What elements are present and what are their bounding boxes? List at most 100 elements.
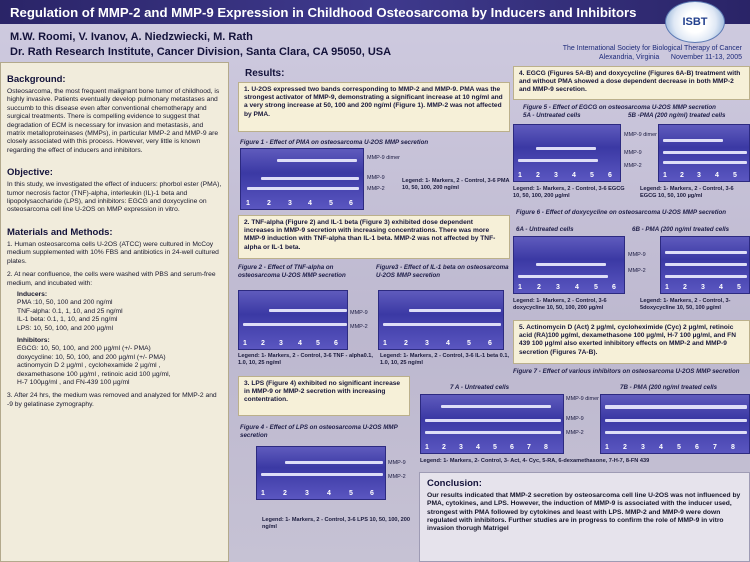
lane-label: 2 [283, 490, 287, 497]
lane-label: 4 [327, 490, 331, 497]
figure-5b-gel: 1 2 3 4 5 [658, 124, 750, 182]
objective-heading: Objective: [7, 167, 53, 179]
figure-3-legend: Legend: 1- Markers, 2 - Control, 3-6 IL-… [380, 353, 509, 366]
lane-label: 3 [305, 490, 309, 497]
lane-label: 3 [641, 444, 645, 451]
inhibitor-item: doxycycline: 10, 50, 100, and 200 µg/ml … [17, 353, 166, 361]
lane-label: 1 [665, 284, 669, 291]
lane-label: 8 [731, 444, 735, 451]
result-3: 3. LPS (Figure 4) exhibited no significa… [238, 376, 410, 416]
lane-label: 6 [695, 444, 699, 451]
gel-label: MMP-9 dimer [367, 155, 401, 161]
lane-label: 2 [536, 172, 540, 179]
gel-label: MMP-2 [367, 186, 385, 192]
inhibitor-item: H-7 100µg/ml , and FN-439 100 µg/ml [17, 378, 130, 386]
figure-7b-caption: 7B - PMA (200 ng/ml treated cells [620, 384, 718, 391]
lane-label: 1 [605, 444, 609, 451]
figure-4-caption: Figure 4 - Effect of LPS on osteosarcoma… [240, 424, 398, 439]
lane-label: 5 [467, 340, 471, 347]
figure-5b-caption: 5B -PMA (200 ng/ml) treated cells [628, 112, 726, 119]
objective-text: In this study, we investigated the effec… [7, 181, 222, 214]
lane-label: 2 [537, 284, 541, 291]
society-logo: ISBT [665, 1, 725, 43]
lane-label: 3 [425, 340, 429, 347]
gel-label: MMP-9 [624, 150, 642, 156]
inducer-item: IL-1 beta: 0.1, 1, 10, and 25 ng/ml [17, 316, 118, 324]
lane-label: 6 [334, 340, 338, 347]
inhibitor-item: EGCG: 10, 50, 100, and 200 µg/ml (+/- PM… [17, 345, 151, 353]
lane-label: 8 [544, 444, 548, 451]
lane-label: 5 [733, 172, 737, 179]
title-bar: Regulation of MMP-2 and MMP-9 Expression… [0, 0, 750, 24]
left-column: Background: Osteosarcoma, the most frequ… [0, 62, 229, 562]
figure-7-legend: Legend: 1- Markers, 2- Control, 3- Act, … [420, 458, 650, 464]
logo-text: ISBT [682, 16, 708, 28]
results-heading: Results: [245, 68, 285, 79]
inducer-item: LPS: 10, 50, 100, and 200 µg/ml [17, 324, 114, 332]
lane-label: 7 [713, 444, 717, 451]
figure-6a-legend: Legend: 1- Markers, 2 - Control, 3-6 dox… [513, 298, 607, 311]
lane-label: 3 [459, 444, 463, 451]
lane-label: 6 [612, 284, 616, 291]
figure-3-gel: 1 2 3 4 5 6 [378, 290, 504, 350]
gel-label: MMP-2 [388, 474, 406, 480]
lane-label: 2 [442, 444, 446, 451]
lane-label: 4 [715, 172, 719, 179]
lane-label: 6 [349, 200, 353, 207]
lane-label: 3 [697, 172, 701, 179]
lane-label: 1 [663, 172, 667, 179]
lane-label: 5 [737, 284, 741, 291]
gel-label: MMP-9 dimer [624, 132, 658, 138]
figure-5a-gel: 1 2 3 4 5 6 [513, 124, 621, 182]
figure-1-legend: Legend: 1- Markers, 2 - Control, 3-6 PMA… [402, 178, 510, 191]
lane-label: 3 [279, 340, 283, 347]
authors-block: M.W. Roomi, V. Ivanov, A. Niedzwiecki, M… [10, 30, 391, 59]
figure-1-gel: 1 2 3 4 5 6 [240, 148, 364, 210]
lane-label: 2 [623, 444, 627, 451]
figure-4-gel: 1 2 3 4 5 6 [256, 446, 386, 500]
gel-label: MMP-9 [350, 310, 368, 316]
lane-label: 5 [677, 444, 681, 451]
figure-2-gel: 1 2 3 4 5 6 [238, 290, 348, 350]
figure-5a-caption: 5A - Untreated cells [523, 112, 581, 119]
gel-label: MMP-9 [388, 460, 406, 466]
figure-6b-legend: Legend: 1- Markers, 2 - Control, 3-5doxy… [640, 298, 731, 311]
figure-6b-gel: 1 2 3 4 5 [660, 236, 750, 294]
figure-6a-caption: 6A - Untreated cells [516, 226, 574, 233]
lane-label: 1 [243, 340, 247, 347]
inhibitor-item: actinomycin D 2 µg/ml , cyclohexamide 2 … [17, 362, 161, 370]
lane-label: 3 [556, 284, 560, 291]
figure-2-legend: Legend: 1- Markers, 2 - Control, 3-6 TNF… [238, 353, 373, 366]
figure-1-caption: Figure 1 - Effect of PMA on osteosarcoma… [240, 139, 429, 146]
lane-label: 5 [349, 490, 353, 497]
figure-7b-gel: 1 2 3 4 5 6 7 8 [600, 394, 750, 454]
gel-label: MMP-9 [628, 252, 646, 258]
lane-label: 4 [476, 444, 480, 451]
gel-label: MMP-9 dimer [566, 396, 600, 402]
society-location: Alexandria, Virginia [599, 54, 660, 61]
lane-label: 4 [719, 284, 723, 291]
authors: M.W. Roomi, V. Ivanov, A. Niedzwiecki, M… [10, 31, 253, 43]
poster-title: Regulation of MMP-2 and MMP-9 Expression… [10, 4, 637, 20]
background-text: Osteosarcoma, the most frequent malignan… [7, 88, 220, 154]
lane-label: 5 [316, 340, 320, 347]
lane-label: 1 [246, 200, 250, 207]
inhibitor-item: dexamethasone 100 µg/ml , retinoic acid … [17, 370, 171, 378]
lane-label: 4 [446, 340, 450, 347]
figure-6a-gel: 1 2 3 4 5 6 [513, 236, 625, 294]
figure-5b-legend: Legend: 1- Markers, 2 - Control, 3-6 EGC… [640, 186, 734, 199]
lane-label: 4 [308, 200, 312, 207]
methods-heading: Materials and Methods: [7, 226, 113, 238]
society-info: The International Society for Biological… [563, 44, 742, 62]
inducers-heading: Inducers: [17, 290, 48, 298]
inducer-item: PMA :10, 50, 100 and 200 ng/ml [17, 299, 113, 307]
lane-label: 4 [572, 172, 576, 179]
affiliation: Dr. Rath Research Institute, Cancer Divi… [10, 45, 392, 58]
result-2: 2. TNF-alpha (Figure 2) and IL-1 beta (F… [238, 215, 510, 259]
lane-label: 2 [683, 284, 687, 291]
lane-label: 1 [518, 172, 522, 179]
lane-label: 4 [298, 340, 302, 347]
inhibitors-heading: Inhibitors: [17, 336, 50, 344]
lane-label: 2 [267, 200, 271, 207]
gel-label: MMP-2 [566, 430, 584, 436]
